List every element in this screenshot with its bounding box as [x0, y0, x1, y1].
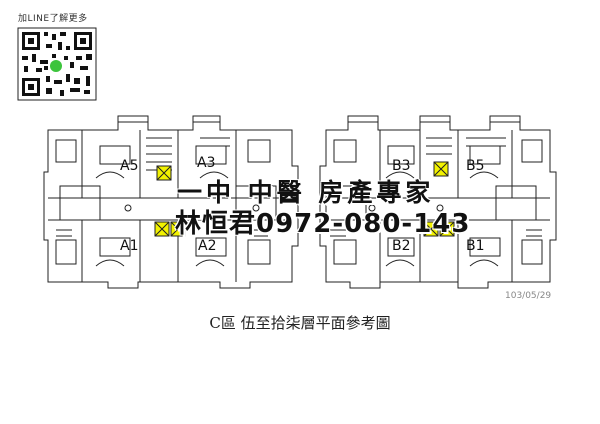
- unit-label-a1: A1: [120, 238, 138, 254]
- building-right: [319, 115, 557, 289]
- unit-label-a2: A2: [198, 238, 216, 254]
- plan-caption: C區 伍至拾柒層平面參考圖: [209, 314, 391, 332]
- building-left: [43, 115, 299, 289]
- watermark-line1: 一中 中醫 房產專家: [177, 178, 435, 207]
- qr-code: [17, 27, 97, 101]
- unit-label-b3: B3: [392, 158, 411, 174]
- unit-label-b2: B2: [392, 238, 411, 254]
- date-stamp: 103/05/29: [505, 291, 552, 301]
- qr-label: 加LINE了解更多: [18, 14, 88, 24]
- unit-label-b1: B1: [466, 238, 485, 254]
- watermark-line2: 林恒君0972-080-143: [175, 209, 471, 239]
- unit-label-a3: A3: [197, 155, 215, 171]
- unit-label-b5: B5: [466, 158, 485, 174]
- unit-label-a5: A5: [120, 158, 138, 174]
